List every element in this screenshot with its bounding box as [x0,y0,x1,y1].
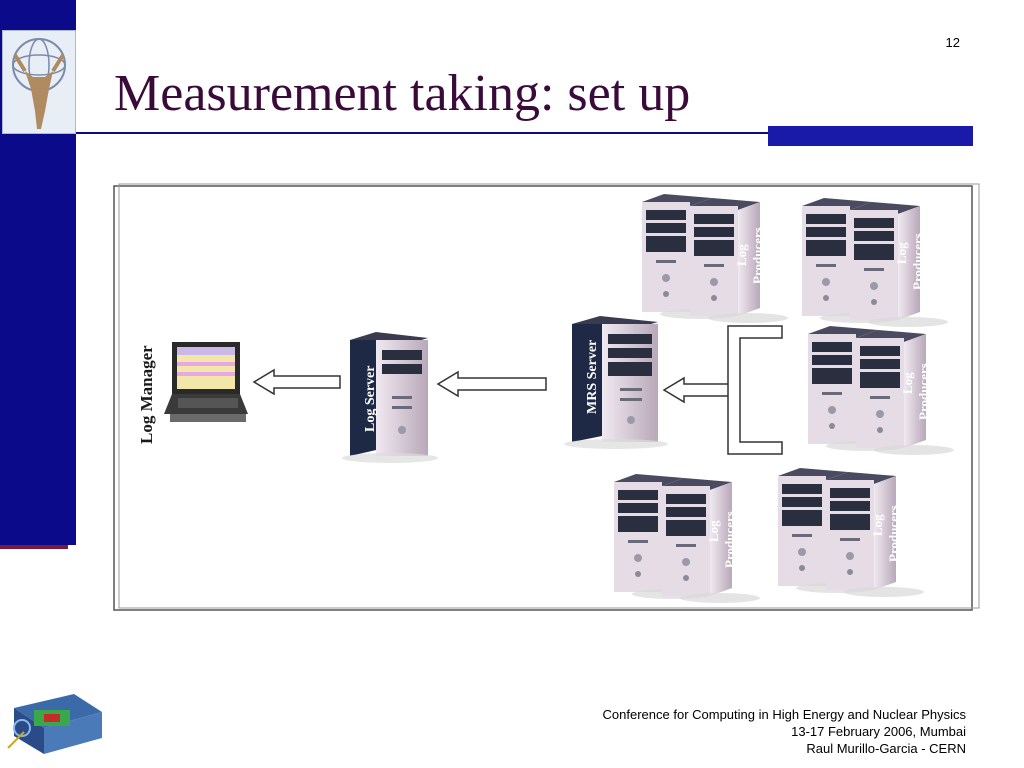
producer-label: Log [706,520,721,542]
producer-label: Producers [910,233,925,290]
title-accent-bar [768,126,973,146]
mrs-server-label: MRS Server [585,340,600,414]
footer: Conference for Computing in High Energy … [603,706,966,757]
producer-label: Producers [722,511,737,568]
setup-diagram: Log Manager Log Server MRS Server Log [113,183,980,611]
diagram-frame-shadow [118,183,980,609]
producer-group-3: Log Producers [808,326,954,455]
page-number: 12 [945,35,960,50]
atlas-logo-icon [2,30,76,134]
producer-label: Log [734,244,749,266]
arrow-to-log-manager [252,368,341,396]
producer-group-5: Log Producers [778,468,924,597]
footer-conference: Conference for Computing in High Energy … [602,707,966,722]
title-rule [76,132,972,134]
producer-group-2: Log Producers [802,198,948,327]
producer-label: Producers [916,363,931,420]
producer-group-1: Log Producers [642,194,788,323]
footer-date: 13-17 February 2006, Mumbai [791,724,966,739]
log-manager-label: Log Manager [137,345,156,444]
producer-bracket [727,325,783,455]
footer-author: Raul Murillo-Garcia - CERN [806,741,966,756]
producer-label: Producers [750,227,765,284]
producer-group-4: Log Producers [614,474,760,603]
server-tower-icon [342,332,438,463]
server-tower-icon [564,316,668,449]
arrow-to-log-server [436,370,547,398]
atlas-detector-icon [7,694,102,754]
log-server-label: Log Server [363,366,378,432]
producer-label: Log [894,242,909,264]
page-title: Measurement taking: set up [114,65,691,122]
sidebar-shadow [0,545,68,549]
producer-label: Log [870,514,885,536]
producer-label: Producers [886,505,901,562]
producer-label: Log [900,372,915,394]
laptop-icon [164,342,248,422]
